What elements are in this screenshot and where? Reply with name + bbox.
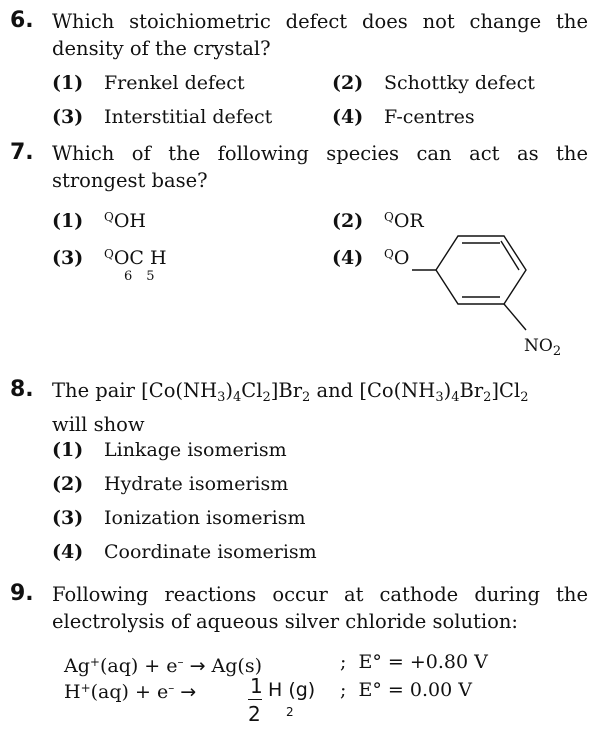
hydrogen-subscript: 2 (286, 705, 294, 719)
fraction-numerator: 1 (250, 674, 263, 698)
option-label: (1) (52, 210, 84, 232)
fraction-bar (248, 699, 262, 700)
negative-charge-symbol: Q (104, 247, 114, 261)
question-number: 8. (10, 377, 34, 402)
negative-charge-symbol: Q (384, 247, 394, 261)
reaction-1-potential: ; E° = +0.80 V (340, 651, 488, 673)
option-label: (3) (52, 106, 84, 128)
option-text: Frenkel defect (104, 72, 245, 94)
question-6: 6. Which stoichiometric defect does not … (10, 8, 588, 138)
option-label: (3) (52, 507, 84, 529)
nitrophenoxide-ring-structure (412, 235, 527, 331)
option-1[interactable]: (1) QOH (52, 204, 146, 234)
option-3[interactable]: (3) QOC H (52, 241, 167, 271)
question-text: Following reactions occur at cathode dur… (52, 583, 588, 633)
option-text: OH (113, 210, 146, 232)
option-2[interactable]: (2) Schottky defect (332, 70, 535, 96)
option-text: OR (393, 210, 424, 232)
option-label: (2) (52, 473, 84, 495)
option-4[interactable]: (4) Coordinate isomerism (52, 539, 317, 565)
option-label: (4) (52, 541, 84, 563)
question-number: 9. (10, 581, 34, 606)
option-2[interactable]: (2) QOR (332, 204, 424, 234)
subscript-5: 5 (146, 269, 155, 284)
reaction-2: H+(aq) + e– → (64, 681, 197, 703)
question-number: 6. (10, 8, 34, 33)
option-text: Ionization isomerism (104, 507, 306, 529)
option-label: (2) (332, 210, 364, 232)
option-label: (1) (52, 439, 84, 461)
question-number: 7. (10, 140, 34, 165)
option-label: (4) (332, 106, 364, 128)
reaction-2-potential: ; E° = 0.00 V (340, 679, 472, 701)
option-label: (4) (332, 247, 364, 269)
option-text: Interstitial defect (104, 106, 273, 128)
subscript-6: 6 (124, 269, 133, 284)
question-7: 7. Which of the following species can ac… (10, 140, 588, 365)
question-text: Which of the following species can act a… (52, 142, 588, 192)
option-2[interactable]: (2) Hydrate isomerism (52, 471, 288, 497)
option-text: Hydrate isomerism (104, 473, 289, 495)
negative-charge-symbol: Q (384, 210, 394, 224)
option-3[interactable]: (3) Ionization isomerism (52, 505, 305, 531)
question-text: Which stoichiometric defect does not cha… (52, 10, 588, 60)
arrow-icon: → (189, 655, 206, 677)
option-3[interactable]: (3) Interstitial defect (52, 104, 272, 130)
reaction-1: Ag+(aq) + e– → Ag(s) (64, 655, 262, 677)
option-text: Schottky defect (384, 72, 535, 94)
option-label: (1) (52, 72, 84, 94)
option-4[interactable]: (4) QO (332, 241, 409, 271)
fraction-denominator: 2 (248, 702, 261, 726)
option-1[interactable]: (1) Frenkel defect (52, 70, 245, 96)
option-text: F-centres (384, 106, 475, 128)
option-4[interactable]: (4) F-centres (332, 104, 475, 130)
question-9: 9. Following reactions occur at cathode … (10, 581, 588, 731)
question-text: The pair [Co(NH3)4Cl2]Br2 and [Co(NH3)4B… (52, 379, 529, 436)
nitro-group-label: NO2 (524, 336, 562, 359)
option-label: (2) (332, 72, 364, 94)
arrow-icon: → (180, 681, 197, 703)
option-label: (3) (52, 247, 84, 269)
option-text: Coordinate isomerism (104, 541, 317, 563)
option-text: Linkage isomerism (104, 439, 287, 461)
option-text: OC H (113, 247, 167, 269)
option-1[interactable]: (1) Linkage isomerism (52, 437, 287, 463)
hydrogen-gas: H (g) (268, 679, 316, 701)
option-text: O (393, 247, 410, 269)
question-8: 8. The pair [Co(NH3)4Cl2]Br2 and [Co(NH3… (10, 377, 588, 587)
negative-charge-symbol: Q (104, 210, 114, 224)
